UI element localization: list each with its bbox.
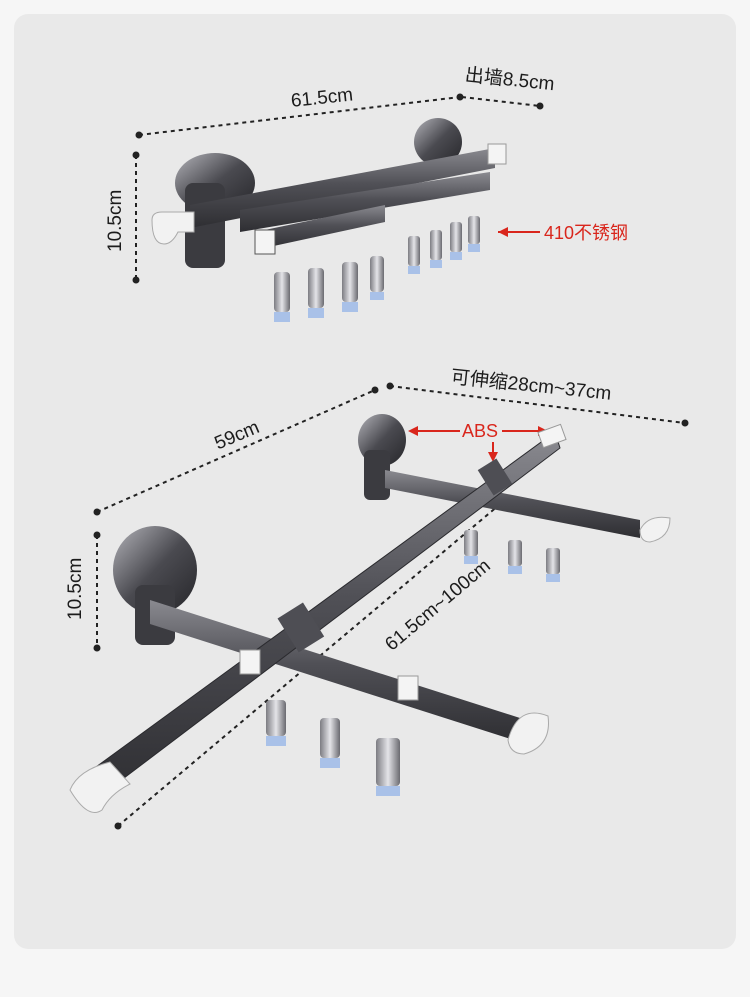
bottom-clips: [266, 530, 560, 796]
bottom-rack: [69, 414, 671, 813]
top-rack: [151, 118, 507, 268]
material-label: 410不锈钢: [544, 223, 629, 243]
material-arrow-head: [498, 227, 508, 237]
top-height-label: 10.5cm: [105, 189, 126, 252]
bottom-height-label: 10.5cm: [65, 557, 86, 620]
bottom-dimension-dots: [93, 382, 689, 830]
top-dimension-dots: [132, 93, 544, 284]
abs-label: ABS: [462, 421, 499, 441]
top-clips: [274, 216, 480, 322]
bottom-dimension-lines: [96, 385, 686, 827]
